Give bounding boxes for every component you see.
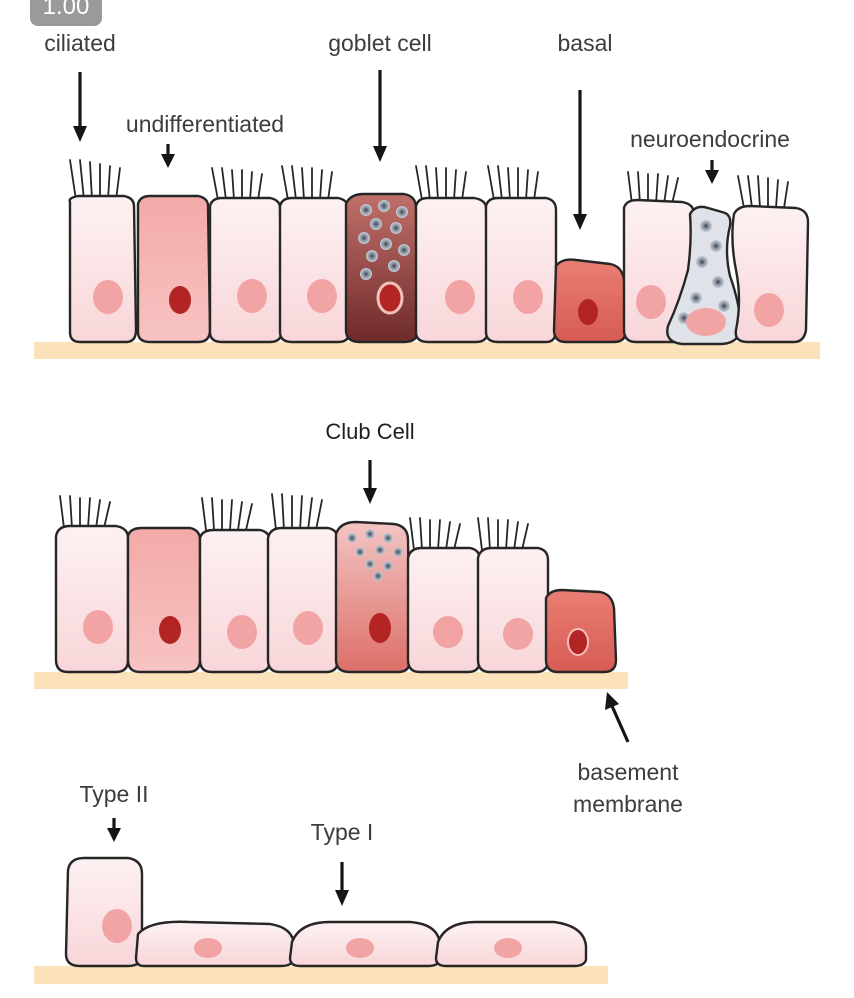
nucleus-dark bbox=[578, 299, 598, 325]
undifferentiated-cell bbox=[126, 526, 202, 674]
nucleus bbox=[307, 279, 337, 313]
ciliated-cell bbox=[414, 196, 490, 344]
arrow-type-i bbox=[335, 862, 349, 906]
club-granules bbox=[347, 529, 403, 581]
ciliated-cell bbox=[484, 196, 558, 344]
bronchiole-epithelium-row bbox=[34, 493, 628, 689]
arrow-club-cell bbox=[363, 460, 377, 504]
ciliated-cell bbox=[476, 546, 550, 674]
label-ciliated: ciliated bbox=[44, 30, 116, 56]
nucleus bbox=[494, 938, 522, 958]
nucleus bbox=[194, 938, 222, 958]
nucleus bbox=[93, 280, 123, 314]
nucleus-dark bbox=[567, 628, 589, 656]
nucleus bbox=[83, 610, 113, 644]
nucleus bbox=[636, 285, 666, 319]
label-basement: basement bbox=[577, 759, 679, 785]
label-membrane: membrane bbox=[573, 791, 683, 817]
basement-membrane-row3 bbox=[34, 966, 608, 984]
nucleus bbox=[445, 280, 475, 314]
ciliated-cell bbox=[198, 528, 272, 674]
label-goblet-cell: goblet cell bbox=[328, 30, 432, 56]
arrow-neuroendocrine bbox=[705, 160, 719, 184]
label-club-cell: Club Cell bbox=[325, 419, 414, 444]
nucleus bbox=[503, 618, 533, 650]
club-cell bbox=[334, 520, 412, 674]
nucleus-dark bbox=[169, 286, 191, 314]
ciliated-cell bbox=[266, 526, 340, 674]
nucleus-dark bbox=[369, 613, 391, 643]
nucleus-dark bbox=[159, 616, 181, 644]
arrow-ciliated bbox=[73, 72, 87, 142]
arrow-goblet-cell bbox=[373, 70, 387, 162]
ciliated-cell bbox=[731, 204, 810, 344]
nucleus bbox=[433, 616, 463, 648]
cilia-row1 bbox=[69, 159, 789, 209]
type-ii-cell bbox=[64, 856, 144, 968]
label-basal: basal bbox=[558, 30, 613, 56]
nucleus bbox=[102, 909, 132, 943]
arrow-undifferentiated bbox=[161, 144, 175, 168]
arrow-type-ii bbox=[107, 818, 121, 842]
ciliated-cell bbox=[406, 546, 482, 674]
nucleus bbox=[513, 280, 543, 314]
arrow-basal bbox=[573, 90, 587, 230]
label-neuroendocrine: neuroendocrine bbox=[630, 126, 790, 152]
cilia-row2 bbox=[59, 493, 529, 551]
nucleus-dark bbox=[376, 281, 404, 315]
undifferentiated-cell bbox=[136, 194, 212, 344]
ciliated-cell bbox=[278, 196, 352, 344]
nucleus bbox=[686, 308, 726, 336]
goblet-granules bbox=[358, 200, 410, 280]
neuroendocrine-granules bbox=[678, 220, 730, 324]
goblet-cell bbox=[344, 192, 420, 344]
playback-speed-text: 1.00 bbox=[43, 0, 90, 20]
arrow-basement-membrane bbox=[605, 692, 630, 743]
trachea-epithelium-row bbox=[34, 159, 820, 359]
nucleus bbox=[293, 611, 323, 645]
nucleus bbox=[237, 279, 267, 313]
playback-speed-badge: 1.00 bbox=[30, 0, 102, 26]
nucleus bbox=[346, 938, 374, 958]
ciliated-cell bbox=[54, 524, 130, 674]
alveolar-epithelium-row bbox=[34, 856, 608, 984]
basement-membrane-row1 bbox=[34, 342, 820, 359]
nucleus bbox=[754, 293, 784, 327]
label-type-ii: Type II bbox=[79, 781, 148, 807]
nucleus bbox=[227, 615, 257, 649]
label-undifferentiated: undifferentiated bbox=[126, 111, 284, 137]
ciliated-cell bbox=[68, 194, 138, 344]
basement-membrane-row2 bbox=[34, 672, 628, 689]
ciliated-cell bbox=[208, 196, 284, 344]
label-type-i: Type I bbox=[311, 819, 374, 845]
